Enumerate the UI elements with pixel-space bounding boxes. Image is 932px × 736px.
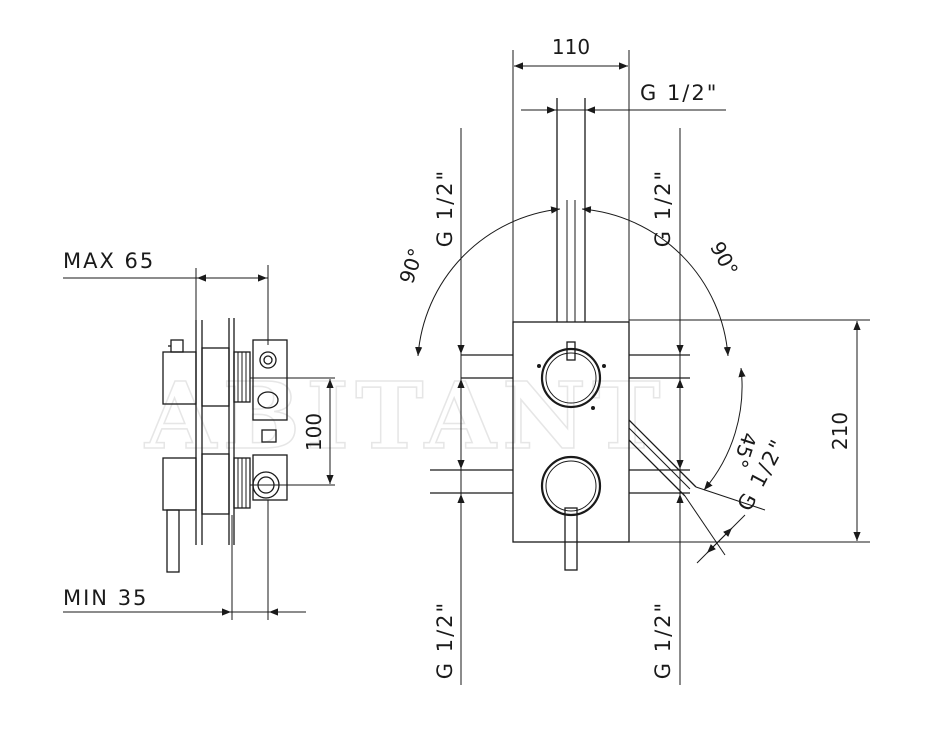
min-depth-label: MIN 35	[63, 586, 148, 610]
front-height-label: 210	[828, 412, 852, 450]
front-width-dimension: 110	[512, 35, 630, 322]
min-depth-dimension: MIN 35	[63, 500, 306, 620]
upper-knob	[537, 341, 606, 410]
lower-knob	[540, 455, 602, 571]
right-pipes: G 1/2" G 1/2"	[629, 128, 690, 685]
right-bottom-thread-label: G 1/2"	[651, 601, 675, 679]
left-bottom-thread-label: G 1/2"	[433, 601, 457, 679]
top-pipe: G 1/2"	[521, 81, 726, 322]
front-view: 110 G 1/2" 90° 90° 45°	[394, 35, 870, 685]
side-view: MAX 65	[63, 249, 335, 620]
max-depth-label: MAX 65	[63, 249, 155, 273]
valve-plate	[512, 321, 630, 543]
side-height-label: 100	[302, 413, 326, 451]
side-height-dimension: 100	[250, 377, 335, 486]
top-thread-label: G 1/2"	[640, 81, 718, 105]
left-pipes: G 1/2" G 1/2"	[430, 128, 513, 685]
front-height-dimension: 210	[629, 319, 870, 543]
front-width-label: 110	[552, 35, 590, 59]
left-top-thread-label: G 1/2"	[433, 169, 457, 247]
side-valve-body	[162, 318, 288, 573]
angle-left-label: 90°	[394, 245, 428, 286]
right-top-thread-label: G 1/2"	[651, 169, 675, 247]
max-depth-dimension: MAX 65	[63, 249, 269, 345]
angle-right-label: 90°	[705, 237, 743, 280]
